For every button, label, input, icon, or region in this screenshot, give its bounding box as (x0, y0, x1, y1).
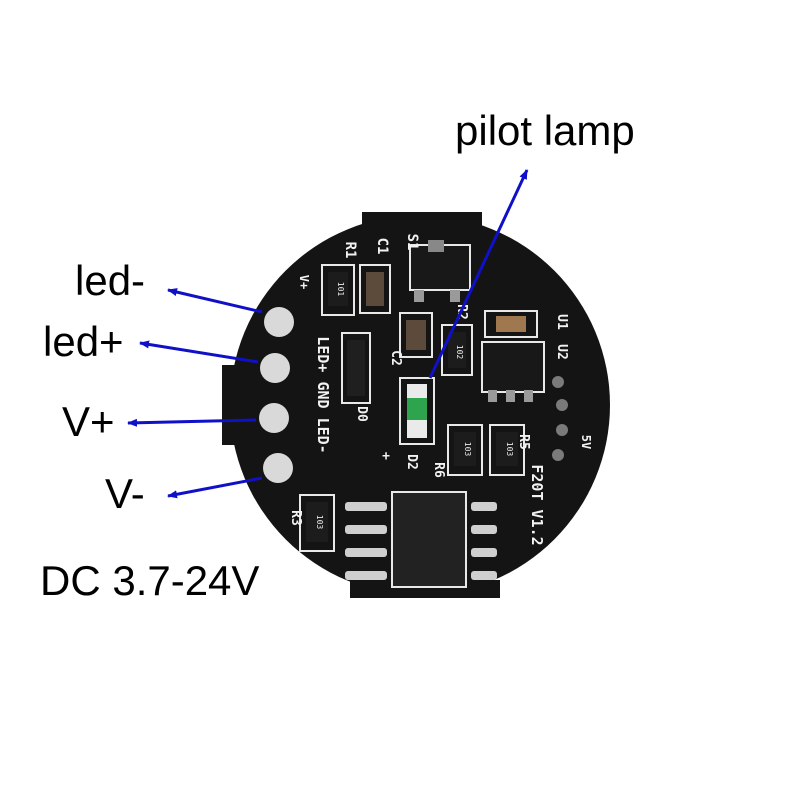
u1-pin-3 (345, 548, 387, 557)
s1-tab (428, 240, 444, 252)
label-led-minus: led- (75, 257, 145, 304)
pad-v-plus (259, 403, 289, 433)
u1-pin-8 (471, 502, 497, 511)
label-v-plus: V+ (62, 398, 115, 445)
silk-d2: D2 (404, 454, 419, 470)
silk-u2: U2 (554, 344, 569, 360)
c3-body (496, 316, 526, 332)
test-pad-3 (556, 424, 568, 436)
r2-code: 102 (455, 345, 464, 360)
r1-code: 101 (336, 282, 345, 297)
silk-u1: U1 (554, 314, 569, 330)
arrow-led-plus (139, 340, 259, 364)
label-v-minus: V- (105, 470, 145, 517)
test-pad-4 (552, 449, 564, 461)
u1-pin-1 (345, 502, 387, 511)
silk-c1: C1 (374, 238, 390, 255)
s1-pin-2 (450, 290, 460, 302)
c2-outline (399, 312, 433, 358)
pad-led-minus (264, 307, 294, 337)
pad-v-minus (263, 453, 293, 483)
silk-plus: + (382, 449, 390, 464)
r3-outline (299, 494, 335, 552)
silk-v-plus: V+ (297, 275, 311, 289)
d0-body (347, 340, 365, 396)
u2-pin-3 (524, 390, 533, 402)
solder-pads (259, 307, 294, 483)
r3-code: 103 (315, 515, 324, 530)
arrow-v-minus (167, 476, 263, 499)
u2-pin-2 (506, 390, 515, 402)
r1-body (328, 272, 348, 306)
arrow-v-plus (127, 418, 257, 427)
c3-outline (484, 310, 538, 338)
pilot-led-lens (407, 398, 427, 420)
components: 101 102 103 103 (299, 240, 568, 588)
s1-pin-1 (414, 290, 424, 302)
c1-body (366, 272, 384, 306)
label-dc-range: DC 3.7-24V (40, 557, 259, 604)
silk-c2: C2 (388, 350, 403, 366)
u1-pin-7 (471, 525, 497, 534)
callout-labels: pilot lamp led- led+ V+ V- DC 3.7-24V (40, 107, 635, 604)
silk-r6: R6 (431, 462, 446, 478)
r5-outline (489, 424, 525, 476)
u2-chip (481, 341, 545, 393)
arrow-led-minus (167, 288, 263, 314)
pad-led-plus (260, 353, 290, 383)
r6-outline (447, 424, 483, 476)
u1-pin-2 (345, 525, 387, 534)
callout-arrows (127, 169, 529, 499)
test-pad-1 (552, 376, 564, 388)
board-top-tab (362, 212, 482, 232)
silk-version: F20T V1.2 (528, 464, 546, 545)
silk-r1: R1 (342, 242, 358, 259)
c2-body (406, 320, 426, 350)
d0-outline (341, 332, 371, 404)
u1-pin-6 (471, 548, 497, 557)
silk-r3: R3 (288, 510, 303, 526)
u1-pin-5 (471, 571, 497, 580)
r6-code: 103 (463, 442, 472, 457)
r3-body (306, 502, 328, 542)
silk-d0: D0 (354, 406, 369, 422)
r2-body (448, 332, 466, 368)
silk-pad-row: LED+ GND LED- (314, 336, 332, 453)
c1-outline (359, 264, 391, 314)
r6-body (454, 432, 476, 466)
arrow-pilot-lamp (428, 169, 529, 379)
label-led-plus: led+ (43, 318, 124, 365)
r5-code: 103 (505, 442, 514, 457)
r1-outline (321, 264, 355, 316)
silk-s1: S1 (404, 234, 420, 251)
silkscreen: R1 C1 S1 V+ LED+ GND LED- R2 C2 D0 + D2 … (288, 234, 593, 546)
u1-pin-4 (345, 571, 387, 580)
test-pad-2 (556, 399, 568, 411)
silk-r5: R5 (516, 434, 531, 450)
u2-pin-1 (488, 390, 497, 402)
board-left-tab (222, 365, 242, 445)
r5-body (496, 432, 518, 466)
silk-5v: 5V (579, 435, 593, 449)
u1-ic (391, 491, 467, 588)
d2-outline (399, 377, 435, 445)
label-pilot-lamp: pilot lamp (455, 107, 635, 154)
s1-chip (409, 244, 471, 291)
